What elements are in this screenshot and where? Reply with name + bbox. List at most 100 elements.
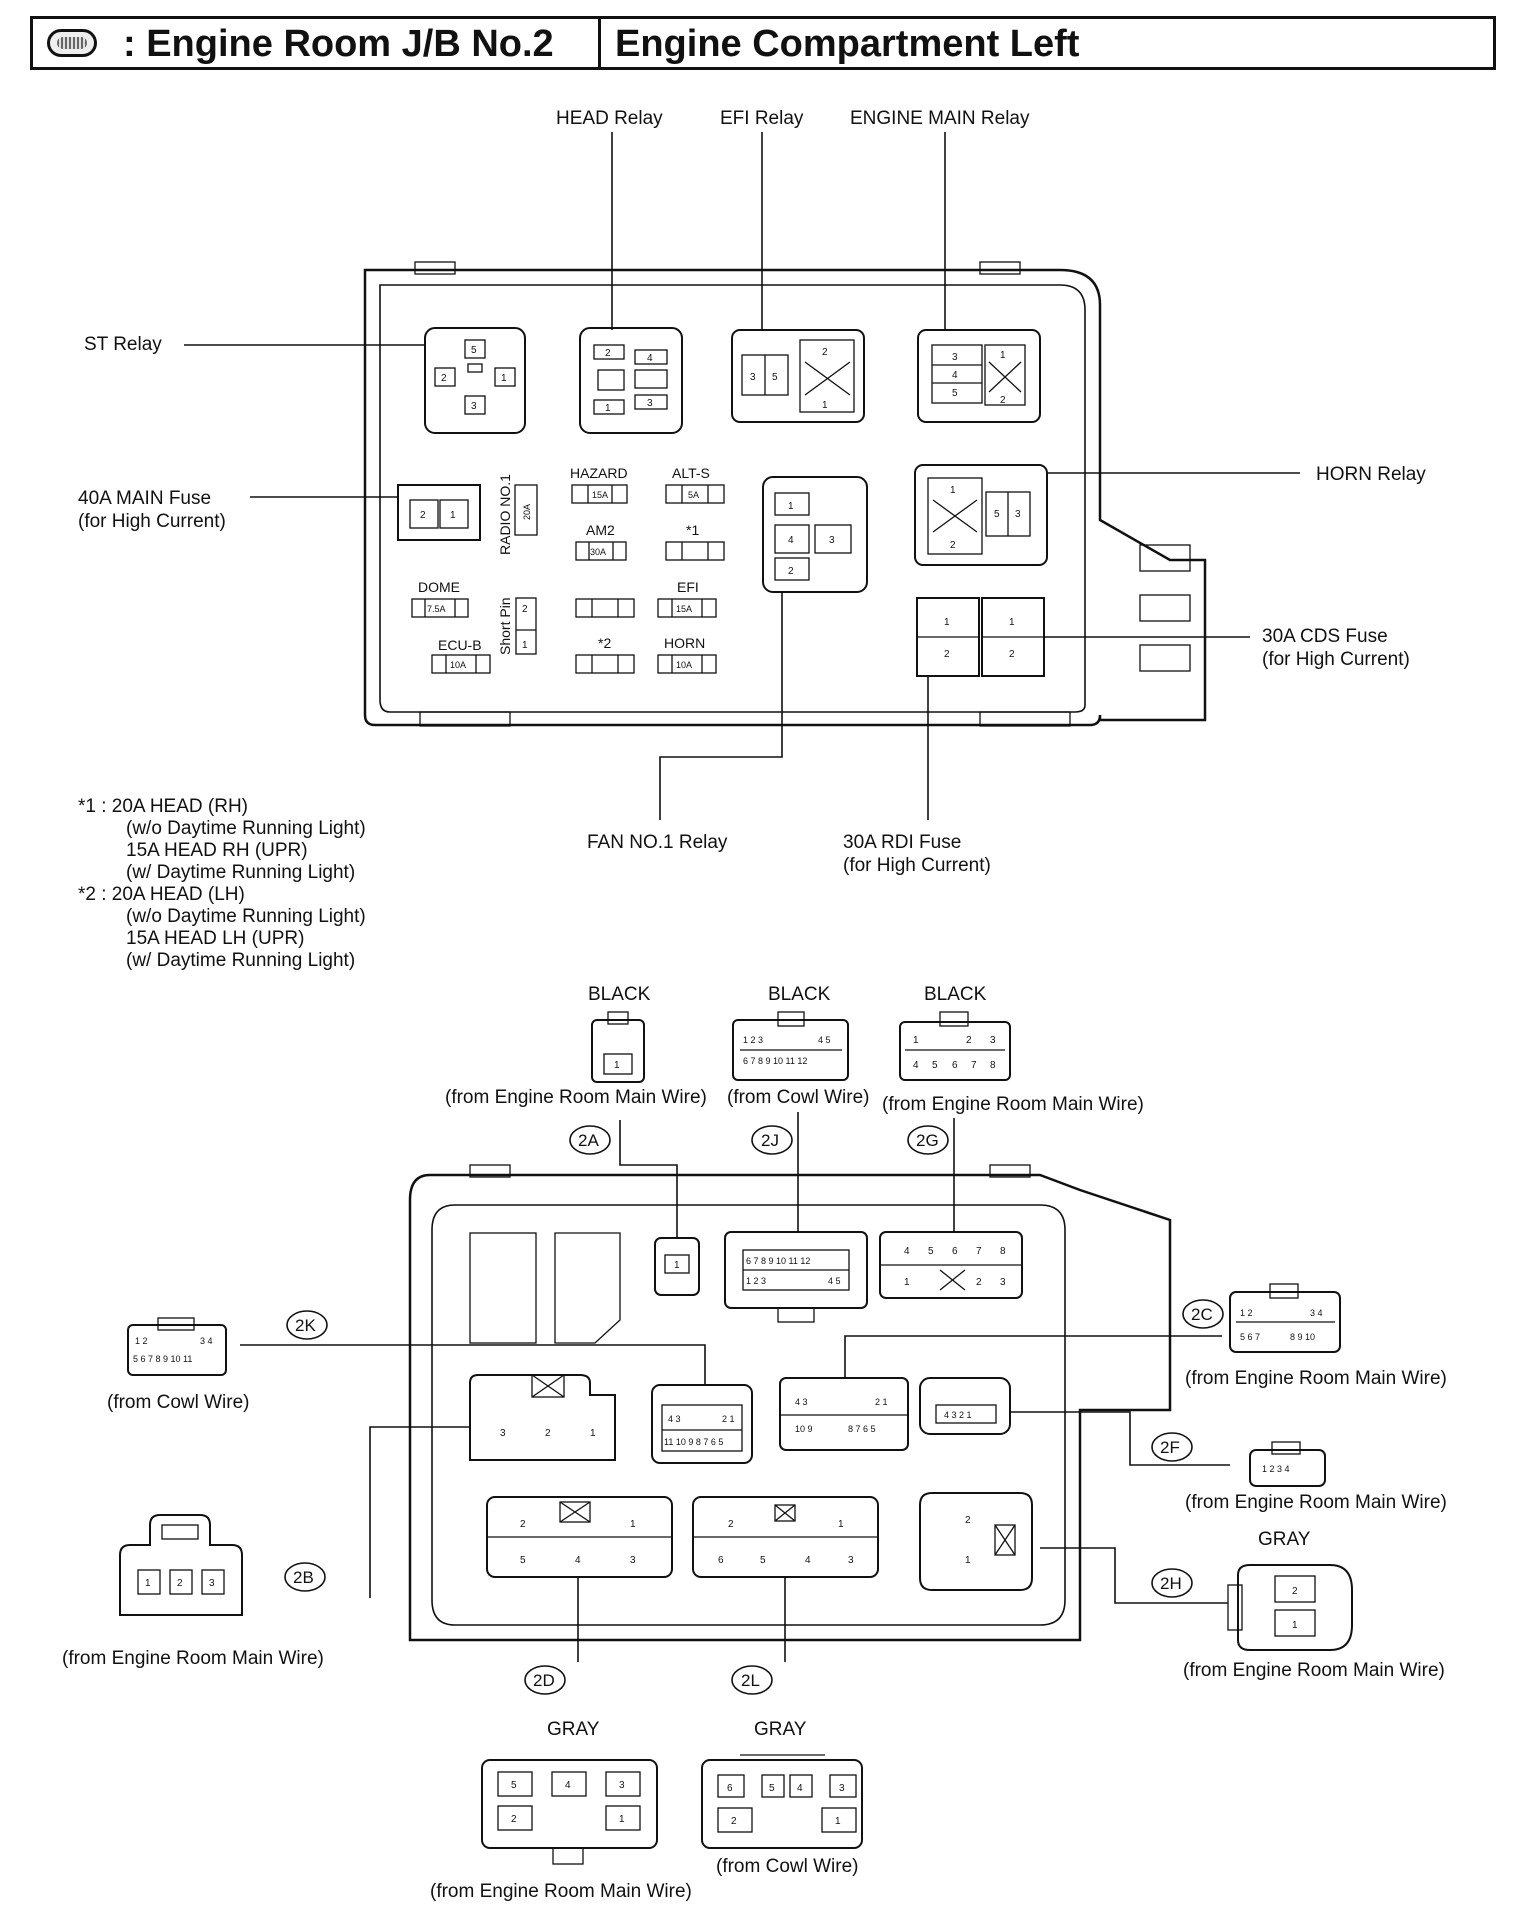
pin-label: 5	[471, 345, 477, 356]
diagram-label: 6	[718, 1555, 724, 1566]
diagram-label: DOME	[418, 579, 460, 595]
diagram-label: 2 1	[875, 1397, 888, 1407]
diagram-label: 2	[1000, 395, 1006, 406]
engine-main-relay-socket: 345 1 2	[917, 329, 1041, 423]
diagram-label: 1	[1000, 350, 1006, 361]
fuse-box-icon	[47, 29, 97, 57]
radio-fuse: 20A RADIO NO.1	[497, 474, 538, 555]
diagram-label: (w/o Daytime Running Light)	[126, 906, 366, 927]
diagram-label: 2B	[293, 1568, 314, 1587]
fan-relay-label: FAN NO.1 Relay	[587, 832, 728, 853]
diagram-label: 5	[772, 372, 778, 383]
diagram-label: 3 4	[1310, 1308, 1323, 1318]
diagram-label: 2	[788, 566, 794, 577]
cds-fuse-30a: 12	[981, 597, 1045, 677]
diagram-label: 1	[590, 1428, 596, 1439]
diagram-label: 1	[1292, 1620, 1298, 1631]
title-divider	[598, 19, 601, 67]
diagram-label: 1 2	[1240, 1308, 1253, 1318]
diagram-label: 2	[1292, 1586, 1298, 1597]
efi-relay-label: EFI Relay	[720, 108, 804, 129]
cds-fuse-sublabel: (for High Current)	[1262, 649, 1410, 670]
diagram-label: 2	[731, 1816, 737, 1827]
diagram-label: 7.5A	[427, 604, 446, 614]
diagram-label: 5	[769, 1783, 775, 1794]
diagram-label: 1	[614, 1060, 620, 1071]
page-title: : Engine Room J/B No.2	[123, 23, 554, 65]
fuse-horn: HORN 10A	[657, 635, 717, 674]
diagram-label: 1	[950, 485, 956, 496]
diagram-label: 2	[522, 604, 528, 615]
diagram-label: 3	[750, 372, 756, 383]
diagram-label: 1	[788, 501, 794, 512]
rdi-fuse-label: 30A RDI Fuse	[843, 832, 961, 853]
diagram-label: 6	[952, 1060, 958, 1071]
diagram-label: (w/o Daytime Running Light)	[126, 818, 366, 839]
fuse-alt-s: ALT-S 5A	[665, 465, 725, 504]
diagram-label: 3	[1015, 509, 1021, 520]
diagram-label: 2	[605, 348, 611, 359]
diagram-label: 4	[904, 1246, 910, 1257]
diagram-label: 3	[1000, 1277, 1006, 1288]
diagram-label: GRAY	[754, 1719, 807, 1740]
diagram-label: 4	[575, 1555, 581, 1566]
top-leader-lines	[184, 132, 1300, 820]
diagram-label: 4 5	[828, 1276, 841, 1286]
diagram-label: (from Engine Room Main Wire)	[1185, 1368, 1447, 1389]
diagram-label: 5	[994, 509, 1000, 520]
diagram-label: 15A HEAD RH (UPR)	[126, 840, 308, 861]
fuse-ecu-b: ECU-B 10A	[431, 637, 491, 674]
diagram-label: 15A HEAD LH (UPR)	[126, 928, 304, 949]
connector-2d: 2D GRAY 5 4 3 2 1 (from Engine Room Main…	[430, 1665, 692, 1902]
fuse-efi: EFI 15A	[657, 579, 717, 618]
diagram-label: 2	[1009, 649, 1015, 660]
diagram-label: 3	[990, 1035, 996, 1046]
st-relay-socket: 5 2 1 3	[424, 327, 526, 434]
diagram-label: 2	[520, 1519, 526, 1530]
fuse-star2: *2	[575, 635, 635, 674]
diagram-label: 7	[976, 1246, 982, 1257]
diagram-label: 3	[619, 1780, 625, 1791]
connector-2b: 1 2 3 (from Engine Room Main Wire) 2B	[62, 1514, 326, 1669]
diagram-label: 5 6 7 8 9 10 11	[133, 1354, 192, 1364]
diagram-label: 2	[511, 1814, 517, 1825]
diagram-label: ALT-S	[672, 465, 710, 481]
socket-2h: 21	[919, 1492, 1033, 1591]
diagram-label: 4	[647, 353, 653, 364]
diagram-label: 2	[966, 1035, 972, 1046]
diagram-label: 2 1	[722, 1414, 735, 1424]
diagram-label: 5	[520, 1555, 526, 1566]
diagram-label: 2K	[295, 1316, 316, 1335]
diagram-label: 8 7 6 5	[848, 1424, 876, 1434]
diagram-label: 6 7 8 9 10 11 12	[743, 1056, 807, 1066]
socket-2f: 4 3 2 1	[919, 1377, 1011, 1435]
title-bar: : Engine Room J/B No.2 Engine Compartmen…	[30, 16, 1496, 70]
diagram-label: 2J	[761, 1131, 779, 1150]
diagram-label: 1	[838, 1519, 844, 1530]
st-relay-label: ST Relay	[84, 334, 162, 355]
diagram-label: 1	[965, 1555, 971, 1566]
diagram-label: 2	[728, 1519, 734, 1530]
diagram-label: 1	[904, 1277, 910, 1288]
footnotes: *1 : 20A HEAD (RH) (w/o Daytime Running …	[78, 796, 366, 971]
diagram-label: BLACK	[768, 984, 831, 1005]
diagram-label: BLACK	[924, 984, 987, 1005]
diagram-label: (from Cowl Wire)	[716, 1856, 859, 1877]
diagram-label: (w/ Daytime Running Light)	[126, 862, 355, 883]
diagram-label: (from Cowl Wire)	[727, 1087, 870, 1108]
diagram-label: 1	[674, 1260, 680, 1271]
diagram-label: (from Engine Room Main Wire)	[882, 1094, 1144, 1115]
fuse-am2: AM2 30A	[575, 522, 627, 561]
diagram-label: (from Engine Room Main Wire)	[62, 1648, 324, 1669]
diagram-label: 1 2	[135, 1336, 148, 1346]
diagram-label: 3	[647, 398, 653, 409]
diagram-label: BLACK	[588, 984, 651, 1005]
diagram-label: 8	[990, 1060, 996, 1071]
diagram-label: 1	[1009, 617, 1015, 628]
fuse-blank	[575, 598, 635, 618]
diagram-label: 1 2 3 4	[1262, 1464, 1290, 1474]
